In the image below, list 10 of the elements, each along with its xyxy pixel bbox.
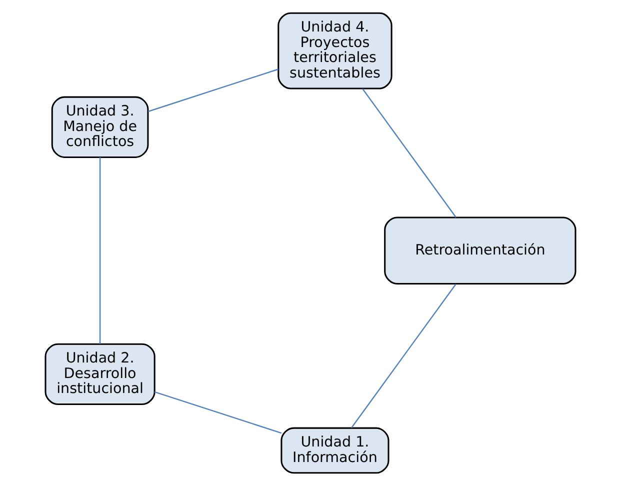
connector [362, 88, 456, 218]
node-box: Unidad 4. Proyectos territoriales sustentables [277, 12, 392, 89]
node-box: Unidad 1. Información [280, 426, 389, 474]
node-box: Retroalimentación [384, 216, 576, 284]
node-box: Unidad 3. Manejo de conflictos [50, 96, 148, 158]
connector [147, 68, 278, 112]
connector [154, 390, 282, 434]
connector [98, 156, 100, 344]
node-box: Unidad 2. Desarrollo institucional [44, 342, 155, 404]
connector [350, 283, 456, 428]
